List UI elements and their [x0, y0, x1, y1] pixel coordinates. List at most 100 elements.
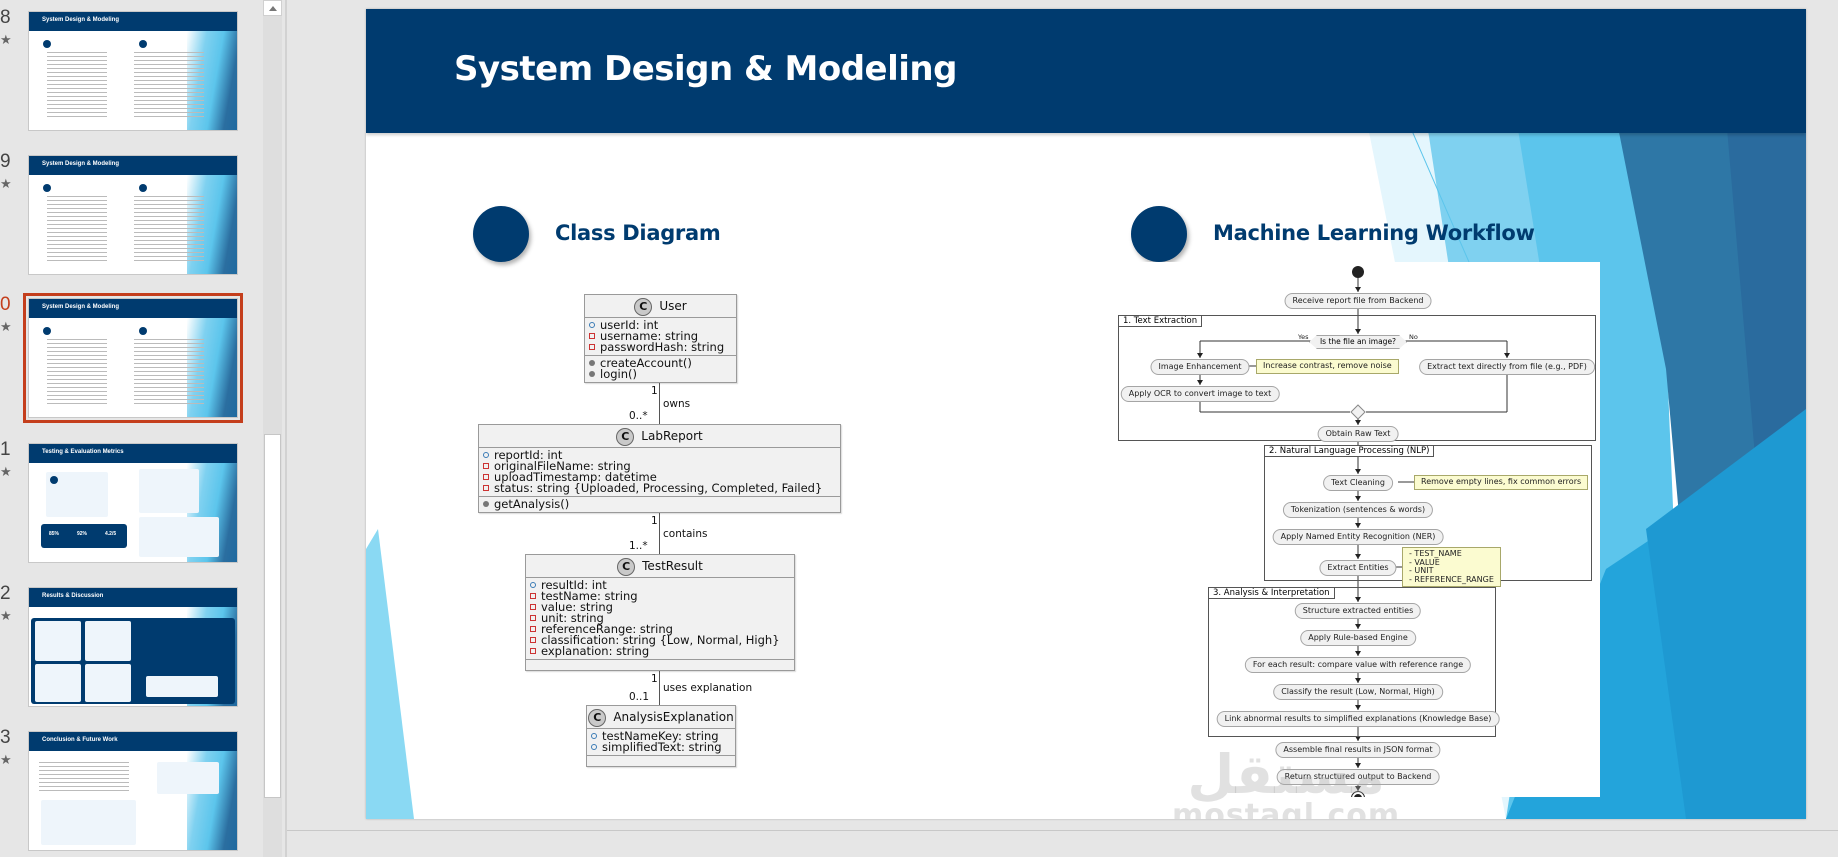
public-visibility-icon	[483, 452, 489, 458]
slide-thumbnail[interactable]: Results & Discussion	[28, 587, 238, 707]
slide-thumbnail[interactable]: System Design & Modeling	[23, 293, 243, 423]
arrowhead-icon	[1355, 523, 1361, 528]
thumbnail-item[interactable]: 3★Conclusion & Future Work	[0, 727, 262, 856]
thumbnail-title-bar	[29, 156, 237, 175]
star-icon: ★	[0, 320, 12, 335]
private-visibility-icon	[483, 463, 489, 469]
workflow-step[interactable]: Obtain Raw Text	[1317, 426, 1399, 442]
card	[35, 621, 81, 661]
workflow-step[interactable]: Extract text directly from file (e.g., P…	[1419, 359, 1595, 375]
decision-yes-label: Yes	[1298, 333, 1309, 341]
thumbnail-title: Conclusion & Future Work	[42, 737, 118, 743]
final-step[interactable]: Return structured output to Backend	[1276, 769, 1440, 785]
uml-attribute: referenceRange: string	[530, 623, 790, 635]
arrowhead-icon	[1355, 496, 1361, 501]
slide-number: 9	[0, 151, 11, 172]
public-visibility-icon	[591, 744, 597, 750]
scrollbar-thumb[interactable]	[264, 434, 281, 798]
thumbnail-item[interactable]: 2★Results & Discussion	[0, 583, 262, 712]
bullet-dot	[139, 184, 147, 192]
analysis-step[interactable]: For each result: compare value with refe…	[1244, 657, 1472, 673]
pane-splitter[interactable]	[285, 0, 287, 857]
uml-attribute: classification: string {Low, Normal, Hig…	[530, 633, 790, 647]
decision-node[interactable]: Is the file an image?	[1309, 335, 1407, 349]
attribute-text: reportId: int	[494, 448, 563, 462]
workflow-group-label: 3. Analysis & Interpretation	[1209, 588, 1335, 599]
workflow-step[interactable]: Text Cleaning	[1323, 475, 1393, 491]
analysis-step[interactable]: Apply Rule-based Engine	[1300, 630, 1416, 646]
uml-attribute: resultId: int	[530, 579, 790, 591]
arrowhead-icon	[1355, 597, 1361, 602]
uml-attribute: value: string	[530, 601, 790, 613]
public-visibility-icon	[530, 582, 536, 588]
arrowhead-icon	[1355, 705, 1361, 710]
card	[85, 664, 131, 702]
workflow-group: 3. Analysis & Interpretation	[1208, 587, 1496, 737]
private-visibility-icon	[589, 344, 595, 350]
uml-attribute: unit: string	[530, 612, 790, 624]
uml-method: login()	[589, 368, 732, 380]
thumbnail-title: Results & Discussion	[42, 593, 104, 599]
section-heading[interactable]: Class Diagram	[555, 221, 721, 245]
public-visibility-icon	[589, 322, 595, 328]
arrowhead-icon	[1355, 469, 1361, 474]
association-label: uses explanation	[663, 682, 753, 694]
star-icon: ★	[0, 609, 12, 624]
workflow-step[interactable]: Extract Entities	[1319, 560, 1397, 576]
workflow-step[interactable]: Tokenization (sentences & words)	[1282, 502, 1434, 518]
workflow-step[interactable]: Image Enhancement	[1150, 359, 1250, 375]
slide-thumbnail[interactable]: System Design & Modeling	[28, 11, 238, 131]
arrowhead-icon	[1355, 420, 1361, 425]
thumbnail-scrollbar[interactable]	[263, 0, 282, 857]
slide-number: 3	[0, 727, 11, 748]
uml-class-name: LabReport	[641, 429, 703, 443]
uml-attribute: passwordHash: string	[589, 341, 732, 353]
workflow-group-label: 1. Text Extraction	[1119, 316, 1203, 327]
stat-value: 4.2/5	[105, 531, 117, 537]
analysis-step[interactable]: Structure extracted entities	[1294, 603, 1422, 619]
decision-no-label: No	[1409, 333, 1418, 341]
slide-title[interactable]: System Design & Modeling	[454, 49, 957, 89]
ml-workflow-image[interactable]: Receive report file from Backend 1. Text …	[1114, 262, 1600, 797]
slide-thumbnail[interactable]: System Design & Modeling	[28, 155, 238, 275]
arrowhead-icon	[1355, 554, 1361, 559]
uml-attribute: status: string {Uploaded, Processing, Co…	[483, 482, 836, 494]
class-badge-icon: C	[616, 427, 635, 446]
attribute-text: classification: string {Low, Normal, Hig…	[541, 633, 780, 647]
uml-methods: getAnalysis()	[479, 497, 840, 512]
analysis-step[interactable]: Classify the result (Low, Normal, High)	[1273, 684, 1443, 700]
class-badge-icon: C	[617, 557, 636, 576]
multiplicity-from: 1	[651, 515, 658, 527]
analysis-step[interactable]: Link abnormal results to simplified expl…	[1216, 711, 1500, 727]
notes-pane-divider[interactable]	[287, 830, 1838, 831]
workflow-step[interactable]: Apply Named Entity Recognition (NER)	[1272, 529, 1444, 545]
start-step[interactable]: Receive report file from Backend	[1284, 293, 1432, 309]
bullet-dot	[139, 40, 147, 48]
final-step[interactable]: Assemble final results in JSON format	[1275, 742, 1441, 758]
bullet-dot	[43, 327, 51, 335]
thumbnail-title-bar	[29, 732, 237, 751]
scroll-up-arrow-icon[interactable]	[263, 0, 282, 16]
arrowhead-icon	[1197, 353, 1203, 358]
slide-canvas[interactable]: System Design & Modeling Class Diagram M…	[366, 9, 1806, 819]
diagram-lines	[47, 339, 107, 404]
diagram-lines	[47, 196, 107, 261]
arrowhead-icon	[1355, 651, 1361, 656]
thumbnail-item[interactable]: 0★System Design & Modeling	[0, 293, 262, 423]
workflow-step[interactable]: Apply OCR to convert image to text	[1120, 386, 1280, 402]
slide-thumbnail[interactable]: Conclusion & Future Work	[28, 731, 238, 851]
thumbnail-item[interactable]: 9★System Design & Modeling	[0, 151, 262, 280]
private-visibility-icon	[530, 593, 536, 599]
thumbnail-item[interactable]: 8★System Design & Modeling	[0, 7, 262, 136]
section-heading[interactable]: Machine Learning Workflow	[1213, 221, 1535, 245]
method-icon	[589, 371, 595, 377]
